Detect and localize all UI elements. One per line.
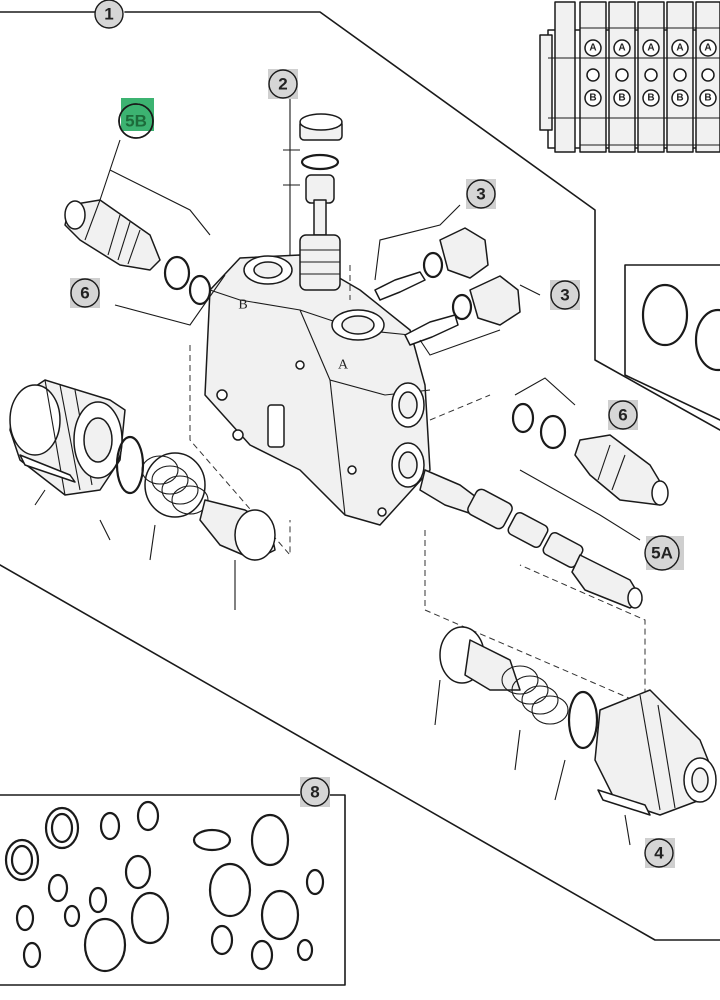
valve-stack-inset: A A A A A B B B B B xyxy=(539,1,720,153)
svg-text:8: 8 xyxy=(310,783,319,802)
seal-kit-orings xyxy=(4,800,325,973)
callout-4: 4 xyxy=(644,838,675,868)
inset-port-a-badge xyxy=(584,39,602,57)
right-end-cap-assembly xyxy=(434,626,717,846)
callout-6-left: 6 xyxy=(70,278,100,308)
svg-text:4: 4 xyxy=(654,844,664,863)
callout-8: 8 xyxy=(300,777,330,807)
plug-3-lower xyxy=(404,275,541,356)
svg-text:3: 3 xyxy=(476,185,485,204)
left-end-cap-assembly xyxy=(9,379,276,610)
inset-port-a-badge xyxy=(699,39,717,57)
inset-port-b-label: B xyxy=(618,93,625,104)
plug-3-upper xyxy=(374,204,489,301)
inset-port-b-label: B xyxy=(647,93,654,104)
relief-cartridge-right xyxy=(511,377,669,541)
inset-port-a-badge xyxy=(613,39,631,57)
spool-5a xyxy=(419,469,643,609)
inset-port-a-badge xyxy=(642,39,660,57)
callout-5b-highlighted: 5B xyxy=(118,98,154,139)
callout-1: 1 xyxy=(94,0,124,29)
inset-port-a-label: A xyxy=(676,43,683,54)
callout-3-lower: 3 xyxy=(550,280,580,310)
callout-6-right: 6 xyxy=(608,400,638,430)
svg-text:6: 6 xyxy=(618,406,627,425)
svg-text:3: 3 xyxy=(560,286,569,305)
assembly-guide-lines xyxy=(189,265,646,706)
inset-port-b-label: B xyxy=(704,93,711,104)
inset-port-b-label: B xyxy=(676,93,683,104)
svg-text:5A: 5A xyxy=(651,544,673,563)
top-plug-assembly xyxy=(283,90,343,291)
inset-port-b-badge xyxy=(642,89,660,107)
port-a-label: A xyxy=(338,358,349,373)
port-b-label: B xyxy=(238,298,247,313)
callout-5a: 5A xyxy=(644,535,684,571)
svg-text:5B: 5B xyxy=(125,112,147,131)
svg-text:2: 2 xyxy=(278,75,287,94)
inset-port-a-label: A xyxy=(618,43,625,54)
inset-port-a-label: A xyxy=(647,43,654,54)
inset-port-b-badge xyxy=(671,89,689,107)
main-frame-outline xyxy=(0,11,720,941)
inset-port-b-label: B xyxy=(589,93,596,104)
callout-3-upper: 3 xyxy=(466,179,496,209)
inset-port-a-label: A xyxy=(704,43,711,54)
right-spring xyxy=(501,665,569,725)
callout-2: 2 xyxy=(268,69,298,99)
inset-center-ports xyxy=(586,68,715,82)
inset-port-b-badge xyxy=(699,89,717,107)
inset-port-b-badge xyxy=(584,89,602,107)
valve-body: B A xyxy=(204,254,431,526)
seal-kit-inset-right xyxy=(624,264,720,421)
inset-port-b-badge xyxy=(613,89,631,107)
seal-kit-inset-8 xyxy=(0,794,346,986)
svg-text:6: 6 xyxy=(80,284,89,303)
inset-port-a-badge xyxy=(671,39,689,57)
cartridge-5b-assembly xyxy=(64,139,226,326)
inset-port-a-label: A xyxy=(589,43,596,54)
svg-text:1: 1 xyxy=(104,5,113,24)
left-spring xyxy=(141,455,209,515)
